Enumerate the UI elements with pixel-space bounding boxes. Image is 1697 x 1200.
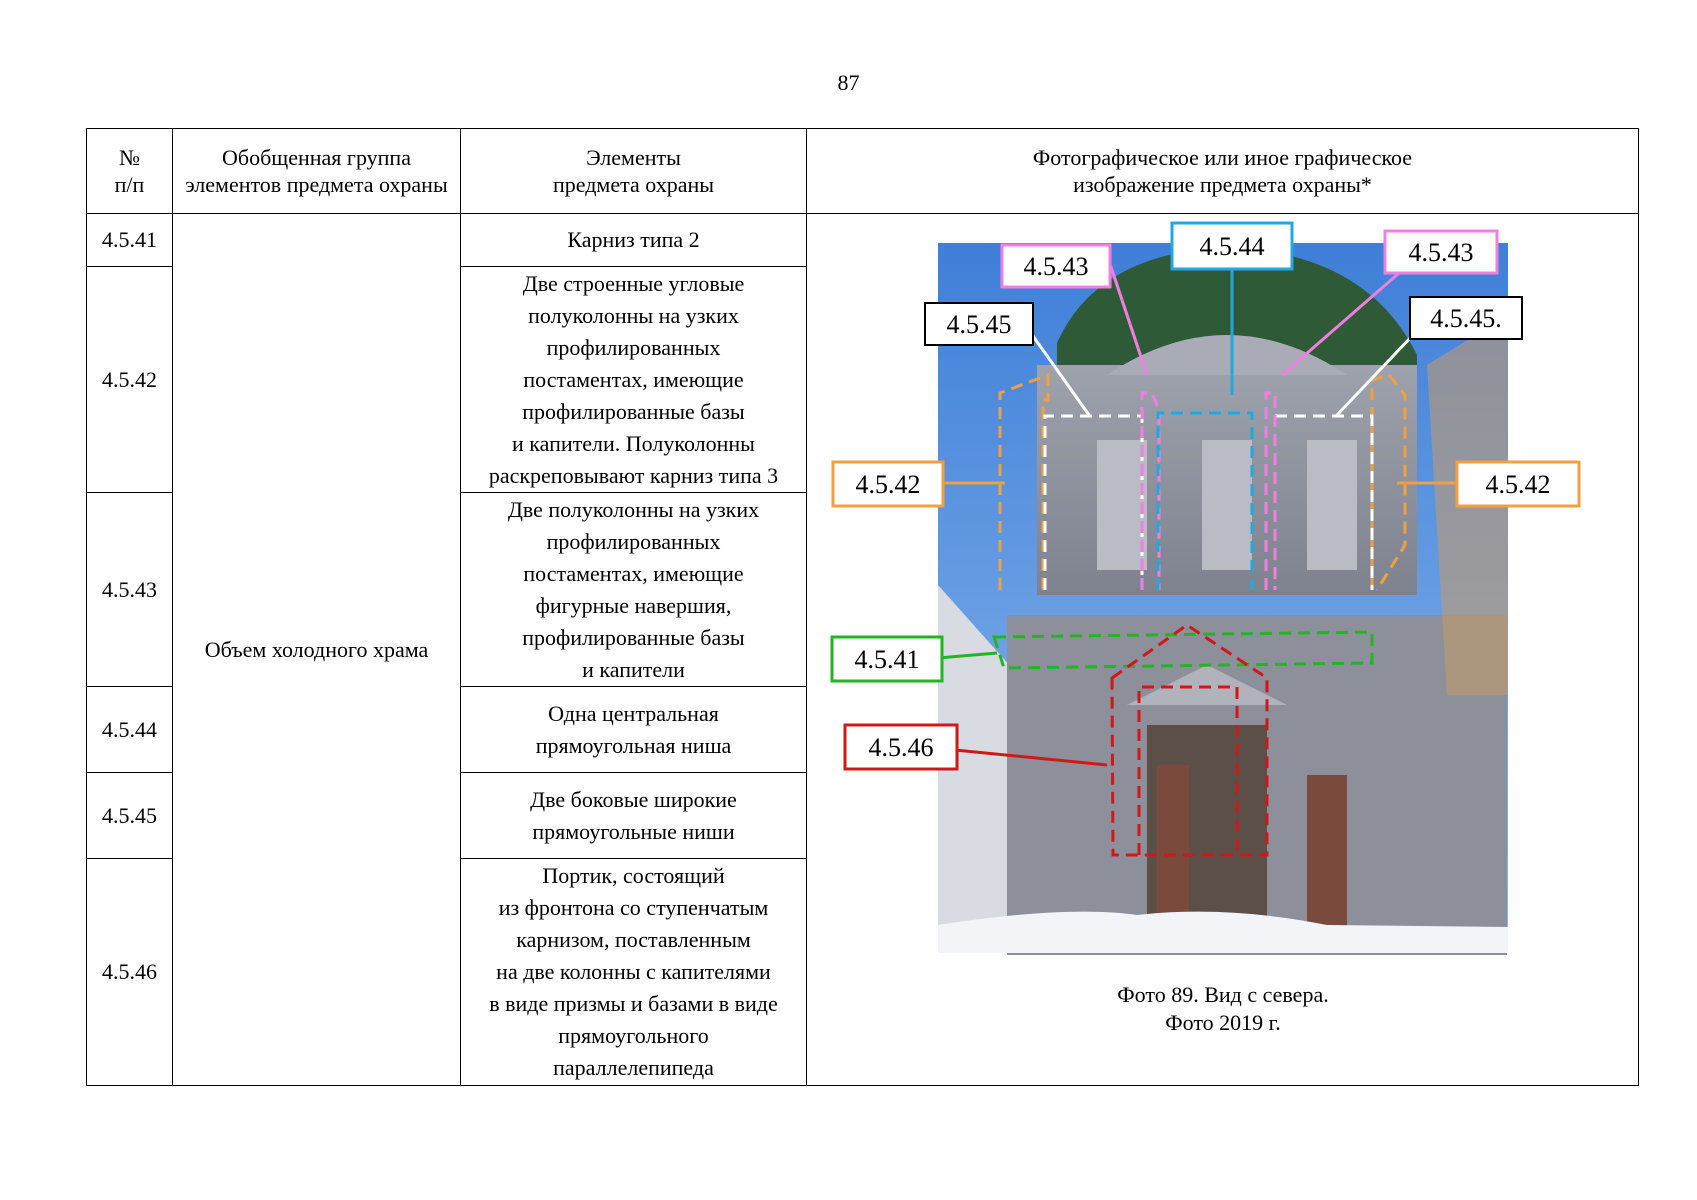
svg-text:4.5.43: 4.5.43 xyxy=(1024,252,1089,281)
row-num: 4.5.45 xyxy=(86,772,173,859)
callouts: 4.5.43 4.5.44 4.5.43 4.5.45 xyxy=(830,221,1581,770)
page-number: 87 xyxy=(837,70,860,95)
protection-table: № п/п Обобщенная группа элементов предме… xyxy=(86,128,1639,1086)
svg-text:4.5.46: 4.5.46 xyxy=(869,733,934,762)
callout-4545-left: 4.5.45 xyxy=(924,301,1034,346)
callout-4543-right: 4.5.43 xyxy=(1383,229,1499,274)
frame-4545-left xyxy=(1043,414,1144,590)
table-row: 4.5.43 Две полуколонны на узких профилир… xyxy=(86,492,1639,687)
row-element: Карниз типа 2 xyxy=(460,213,807,267)
caption-line-2: Фото 2019 г. xyxy=(1165,1009,1281,1035)
photo-cell: 4.5.43 4.5.44 4.5.43 4.5.45 xyxy=(806,213,1639,1086)
row-num: 4.5.44 xyxy=(86,686,173,773)
row-element: Две боковые широкие прямоугольные ниши xyxy=(460,772,807,859)
table-header-row: № п/п Обобщенная группа элементов предме… xyxy=(86,128,1639,214)
annotation-frames xyxy=(991,372,1407,856)
callout-4545-right: 4.5.45. xyxy=(1409,295,1523,340)
row-num: 4.5.41 xyxy=(86,213,173,267)
svg-text:4.5.45: 4.5.45 xyxy=(947,310,1012,339)
frame-4542-left xyxy=(998,372,1050,590)
caption-line-1: Фото 89. Вид с севера. xyxy=(1117,981,1329,1007)
callout-4541: 4.5.41 xyxy=(830,635,944,682)
frame-4546-outer xyxy=(1110,622,1269,856)
row-num: 4.5.42 xyxy=(86,266,173,493)
table-row: 4.5.45 Две боковые широкие прямоугольные… xyxy=(86,772,1639,859)
church-photo: 4.5.43 4.5.44 4.5.43 4.5.45 xyxy=(830,221,1581,955)
row-element: Одна центральная прямоугольная ниша xyxy=(460,686,807,773)
row-element: Портик, состоящий из фронтона со ступенч… xyxy=(460,858,807,1086)
group-cell: Объем холодного храма xyxy=(172,213,461,1086)
callout-4546: 4.5.46 xyxy=(843,723,959,770)
svg-text:4.5.43: 4.5.43 xyxy=(1409,238,1474,267)
callout-4542-right: 4.5.42 xyxy=(1455,460,1581,507)
photo-caption: Фото 89. Вид с севера. Фото 2019 г. xyxy=(807,981,1639,1037)
row-num: 4.5.46 xyxy=(86,858,173,1086)
svg-text:4.5.41: 4.5.41 xyxy=(855,645,920,674)
header-elements: Элементы предмета охраны xyxy=(460,128,807,214)
photo-image xyxy=(938,242,1508,955)
table-row: 4.5.44 Одна центральная прямоугольная ни… xyxy=(86,686,1639,773)
callout-4544: 4.5.44 xyxy=(1170,221,1294,270)
svg-text:4.5.42: 4.5.42 xyxy=(1486,470,1551,499)
frame-4541 xyxy=(991,629,1374,670)
row-element: Две строенные угловые полуколонны на узк… xyxy=(460,266,807,493)
callout-4543-left: 4.5.43 xyxy=(1000,243,1112,288)
photo-annotated: 4.5.43 4.5.44 4.5.43 4.5.45 xyxy=(807,215,1639,1085)
row-element: Две полуколонны на узких профилированных… xyxy=(460,492,807,687)
row-num: 4.5.43 xyxy=(86,492,173,687)
frame-4546-inner xyxy=(1137,685,1239,855)
table-row: 4.5.41 Объем холодного храма Карниз типа… xyxy=(86,213,1639,1086)
svg-text:4.5.42: 4.5.42 xyxy=(856,470,921,499)
callout-4542-left: 4.5.42 xyxy=(831,460,945,507)
table-row: 4.5.42 Две строенные угловые полуколонны… xyxy=(86,266,1639,493)
frame-4543-right xyxy=(1264,391,1277,590)
header-photo: Фотографическое или иное графическое изо… xyxy=(806,128,1639,214)
svg-text:4.5.45.: 4.5.45. xyxy=(1430,304,1502,333)
header-num: № п/п xyxy=(86,128,173,214)
frame-4545-right xyxy=(1275,414,1374,590)
svg-text:4.5.44: 4.5.44 xyxy=(1200,232,1265,261)
table-row: 4.5.46 Портик, состоящий из фронтона со … xyxy=(86,858,1639,1086)
leader-lines xyxy=(937,258,1457,766)
header-group: Обобщенная группа элементов предмета охр… xyxy=(172,128,461,214)
